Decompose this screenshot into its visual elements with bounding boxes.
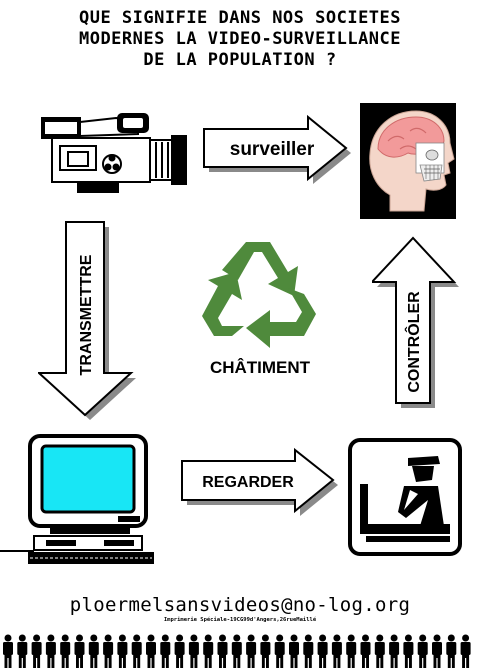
person-silhouette — [231, 634, 242, 668]
person-silhouette — [131, 634, 142, 668]
person-silhouette — [74, 634, 85, 668]
title-line-1: QUE SIGNIFIE DANS NOS SOCIETES — [78, 8, 402, 28]
person-silhouette — [146, 634, 156, 668]
person-silhouette — [188, 634, 199, 668]
person-silhouette — [117, 634, 128, 668]
title-line-3: DE LA POPULATION ? — [143, 50, 337, 70]
person-silhouette — [17, 634, 28, 668]
person-silhouette — [160, 634, 171, 668]
person-silhouette — [360, 634, 371, 668]
transmettre-arrow: TRANSMETTRE — [38, 221, 136, 420]
imprint-line: Imprimerie Spéciale-19CG99d'Angers,26rue… — [163, 617, 317, 623]
computer-monitor-icon — [0, 434, 154, 564]
person-silhouette — [403, 634, 414, 668]
person-silhouette — [274, 634, 285, 668]
person-silhouette — [446, 634, 457, 668]
transmettre-label: TRANSMETTRE — [78, 254, 95, 375]
person-silhouette — [217, 634, 228, 668]
title-line-2: MODERNES LA VIDEO-SURVEILLANCE — [78, 29, 402, 49]
person-silhouette — [103, 634, 114, 668]
controler-arrow: CONTRÔLER — [372, 236, 459, 408]
surveiller-label: surveiller — [230, 139, 315, 160]
person-silhouette — [88, 634, 99, 668]
person-silhouette — [346, 634, 357, 668]
head-scan-icon — [360, 103, 456, 219]
person-silhouette — [303, 634, 314, 668]
security-guard-icon — [348, 438, 462, 556]
page-title: QUE SIGNIFIE DANS NOS SOCIETES MODERNES … — [0, 8, 480, 71]
person-silhouette — [432, 634, 442, 668]
surveiller-arrow: surveiller — [203, 114, 351, 184]
person-silhouette — [460, 634, 471, 668]
video-camera-icon — [41, 113, 187, 193]
person-silhouette — [31, 634, 42, 668]
person-silhouette — [417, 634, 428, 668]
person-silhouette — [260, 634, 271, 668]
person-silhouette — [317, 634, 328, 668]
person-silhouette — [289, 634, 299, 668]
contact-email: ploermelsansvideos@no-log.org — [69, 594, 411, 616]
controler-label: CONTRÔLER — [404, 291, 423, 393]
person-silhouette — [389, 634, 400, 668]
recycle-icon — [202, 242, 316, 348]
person-silhouette — [60, 634, 71, 668]
person-silhouette — [3, 634, 13, 668]
person-silhouette — [203, 634, 214, 668]
person-silhouette — [374, 634, 385, 668]
person-silhouette — [331, 634, 342, 668]
person-silhouette — [174, 634, 185, 668]
person-silhouette — [45, 634, 56, 668]
regarder-arrow: REGARDER — [181, 447, 338, 516]
chatiment-label: CHÂTIMENT — [209, 358, 311, 377]
regarder-label: REGARDER — [202, 474, 294, 491]
crowd-silhouettes-icon — [3, 634, 471, 668]
person-silhouette — [246, 634, 257, 668]
